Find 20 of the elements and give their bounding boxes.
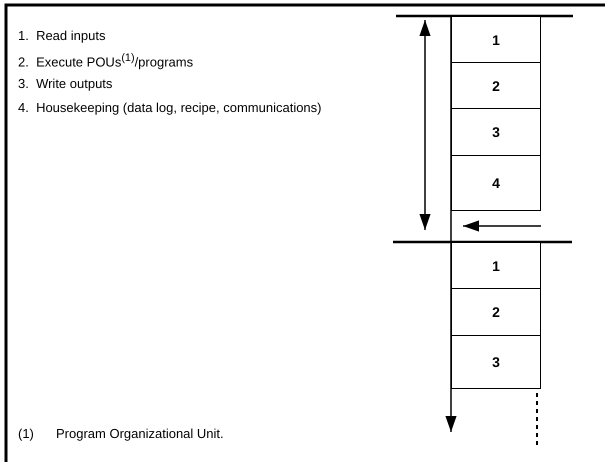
step-box — [451, 108, 541, 156]
step-list-item: 2. Execute POUs$^{(1)}$/programs — [18, 52, 194, 70]
step-list-item: 4. Housekeeping (data log, recipe, communications) — [18, 100, 322, 115]
step-box — [451, 288, 541, 336]
step-box — [451, 16, 541, 64]
step-list-item: 3. Write outputs — [18, 76, 112, 91]
step-box — [451, 62, 541, 110]
step-number: 3 — [492, 354, 500, 370]
step-box — [451, 335, 541, 388]
step-list-item: 1. Read inputs — [18, 28, 106, 43]
step-number: 2 — [492, 304, 500, 320]
step-number: 1 — [492, 32, 500, 48]
step-box — [451, 242, 541, 290]
footnote-mark: (1) — [18, 426, 34, 441]
step-box — [451, 155, 541, 210]
step-number: 2 — [492, 78, 500, 94]
footnote-text: Program Organizational Unit. — [56, 426, 224, 441]
step-number: 4 — [492, 174, 500, 191]
step-number: 3 — [492, 124, 500, 140]
step-number: 1 — [492, 258, 500, 274]
